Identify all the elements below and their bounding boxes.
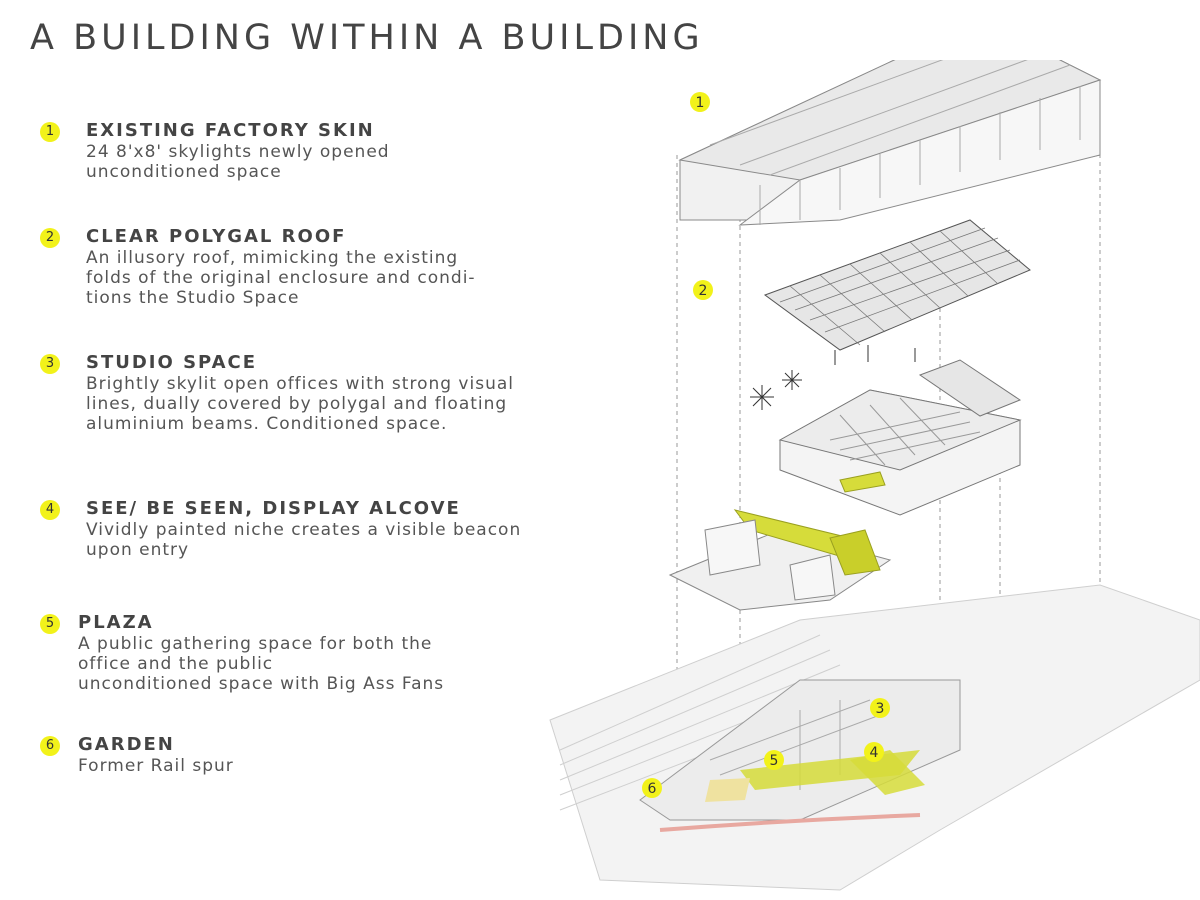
legend-item-title: CLEAR POLYGAL ROOF xyxy=(86,226,347,247)
polygal-roof-layer xyxy=(763,219,1031,351)
description-line: office and the public xyxy=(78,654,274,674)
description-line: unconditioned space with Big Ass Fans xyxy=(78,674,445,694)
fan-symbols xyxy=(750,345,916,410)
callout-3: 3 xyxy=(870,698,890,718)
number-badge: 4 xyxy=(40,500,60,520)
callout-number: 3 xyxy=(876,701,885,717)
description-line: unconditioned space xyxy=(86,162,282,182)
legend-item-description: 24 8'x8' skylights newly opened uncondit… xyxy=(86,142,390,182)
description-line: Former Rail spur xyxy=(78,756,234,776)
studio-space-layer xyxy=(778,359,1022,516)
description-line: Brightly skylit open offices with strong… xyxy=(86,374,514,394)
description-line: aluminium beams. Conditioned space. xyxy=(86,414,448,434)
description-line: upon entry xyxy=(86,540,190,560)
number-badge: 2 xyxy=(40,228,60,248)
description-line: Vividly painted niche creates a visible … xyxy=(86,520,522,540)
legend-item-description: Brightly skylit open offices with strong… xyxy=(86,374,514,434)
diagram-callouts: 1 2 3 4 5 6 xyxy=(642,92,890,798)
callout-number: 6 xyxy=(648,781,657,797)
page-title: A BUILDING WITHIN A BUILDING xyxy=(30,18,704,58)
legend-item-description: Vividly painted niche creates a visible … xyxy=(86,520,521,560)
exploded-axonometric-diagram: 1 2 3 4 5 6 xyxy=(549,60,1200,891)
legend-item-title: PLAZA xyxy=(78,612,154,633)
display-alcove-layer xyxy=(668,509,892,611)
number-badge: 6 xyxy=(40,736,60,756)
description-line: lines, dually covered by polygal and flo… xyxy=(86,394,508,414)
legend-item-title: SEE/ BE SEEN, DISPLAY ALCOVE xyxy=(86,498,461,519)
number-badge: 1 xyxy=(40,122,60,142)
callout-number: 1 xyxy=(696,95,705,111)
callout-number: 4 xyxy=(870,745,879,761)
callout-number: 2 xyxy=(699,283,708,299)
legend-item-title: GARDEN xyxy=(78,734,175,755)
legend: 1 EXISTING FACTORY SKIN 24 8'x8' skyligh… xyxy=(40,120,521,776)
callout-number: 5 xyxy=(770,753,779,769)
site-plan-layer xyxy=(549,584,1200,891)
callout-5: 5 xyxy=(764,750,784,770)
legend-item-description: An illusory roof, mimicking the existing… xyxy=(86,248,476,308)
number-badge: 3 xyxy=(40,354,60,374)
description-line: A public gathering space for both the xyxy=(78,634,433,654)
description-line: An illusory roof, mimicking the existing xyxy=(86,248,459,268)
legend-item-description: A public gathering space for both the of… xyxy=(78,634,444,694)
callout-4: 4 xyxy=(864,742,884,762)
callout-6: 6 xyxy=(642,778,662,798)
number-badge: 5 xyxy=(40,614,60,634)
description-line: folds of the original enclosure and cond… xyxy=(86,268,476,288)
legend-item-description: Former Rail spur xyxy=(78,756,234,776)
description-line: 24 8'x8' skylights newly opened xyxy=(86,142,390,162)
factory-skin-layer xyxy=(678,60,1102,226)
callout-2: 2 xyxy=(693,280,713,300)
legend-item-title: EXISTING FACTORY SKIN xyxy=(86,120,375,141)
callout-1: 1 xyxy=(690,92,710,112)
legend-item-title: STUDIO SPACE xyxy=(86,352,258,373)
description-line: tions the Studio Space xyxy=(86,288,300,308)
